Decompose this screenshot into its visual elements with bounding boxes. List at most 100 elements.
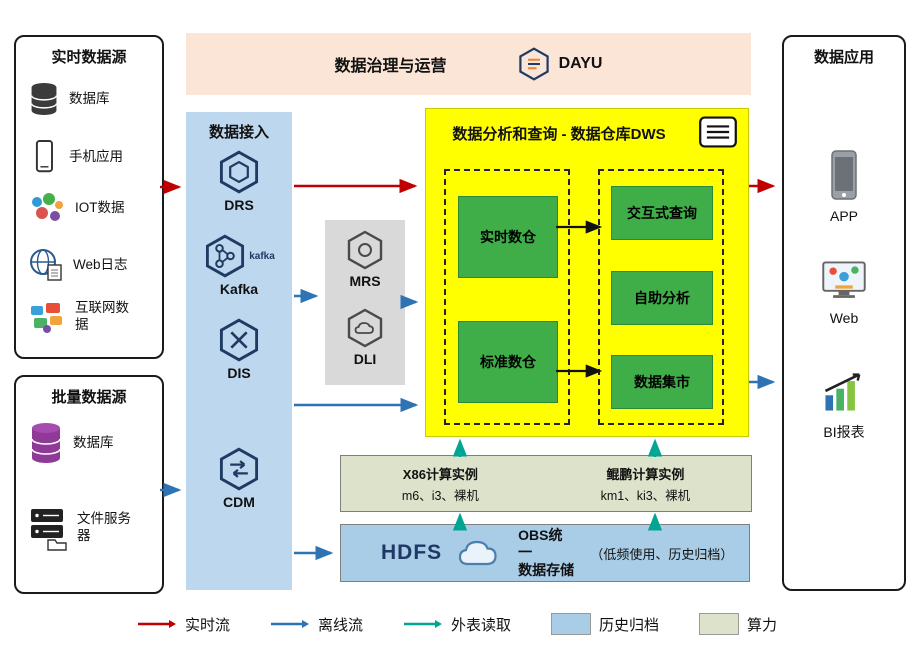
kunpeng-compute-title: 鲲鹏计算实例 bbox=[606, 466, 685, 482]
node-label: 交互式查询 bbox=[627, 205, 697, 221]
source-label: 数据库 bbox=[73, 434, 114, 450]
olive-swatch-icon bbox=[699, 613, 740, 635]
source-label: 文件服务器 bbox=[77, 511, 131, 543]
list-item-file-server: 文件服务器 bbox=[28, 505, 156, 551]
legend-label: 外表读取 bbox=[450, 616, 511, 634]
source-label: 互联网数据 bbox=[75, 300, 129, 332]
compute-instances-panel: X86计算实例 m6、i3、裸机 鲲鹏计算实例 km1、ki3、裸机 bbox=[340, 455, 752, 512]
x86-compute-detail: m6、i3、裸机 bbox=[401, 488, 479, 503]
service-mrs: MRS bbox=[325, 230, 405, 289]
kunpeng-compute-detail: km1、ki3、裸机 bbox=[600, 488, 691, 503]
app-item-app: APP bbox=[784, 149, 904, 224]
node-self-service-analysis: 自助分析 bbox=[611, 271, 713, 325]
service-kafka: kafka Kafka bbox=[186, 234, 292, 297]
x86-compute-block: X86计算实例 m6、i3、裸机 bbox=[402, 464, 479, 504]
dws-panel: 数据分析和查询 - 数据仓库DWS 实时数仓 标准数仓 交互式查询 自助分析 数… bbox=[425, 108, 749, 437]
node-label: 自助分析 bbox=[634, 290, 690, 306]
list-item-weblog: Web日志 bbox=[28, 247, 156, 283]
legend-label: 离线流 bbox=[317, 616, 363, 634]
service-label: DRS bbox=[224, 197, 254, 213]
teal-arrow-icon bbox=[403, 618, 443, 630]
mobile-phone-icon bbox=[28, 137, 60, 177]
service-label: Kafka bbox=[219, 281, 259, 297]
applications-title: 数据应用 bbox=[813, 49, 874, 66]
service-dli: DLI bbox=[325, 308, 405, 367]
warehouse-group: 实时数仓 标准数仓 bbox=[444, 169, 570, 425]
governance-banner: 数据治理与运营 DAYU bbox=[186, 33, 751, 95]
bi-chart-icon bbox=[820, 369, 868, 415]
dayu-label: DAYU bbox=[558, 55, 603, 72]
mrs-hexagon-icon bbox=[345, 230, 385, 270]
app-label: BI报表 bbox=[823, 424, 865, 440]
service-label: MRS bbox=[349, 273, 381, 289]
source-label: 数据库 bbox=[69, 90, 110, 106]
file-server-icon bbox=[28, 505, 68, 551]
data-ingestion-title: 数据接入 bbox=[208, 124, 269, 141]
kunpeng-compute-block: 鲲鹏计算实例 km1、ki3、裸机 bbox=[601, 464, 691, 504]
blue-swatch-icon bbox=[551, 613, 591, 635]
storage-panel: HDFS OBS统一 数据存储 （低频使用、历史归档） bbox=[340, 524, 750, 582]
batch-sources-title: 批量数据源 bbox=[51, 389, 127, 406]
node-realtime-warehouse: 实时数仓 bbox=[458, 196, 558, 278]
document-icon bbox=[698, 115, 738, 149]
legend-offline-flow: 离线流 bbox=[270, 614, 363, 635]
dli-hexagon-icon bbox=[345, 308, 385, 348]
list-item-internet: 互联网数据 bbox=[28, 300, 156, 334]
data-ingestion-panel: 数据接入 DRS kafka Kafka DIS bbox=[186, 112, 292, 590]
app-item-bi: BI报表 bbox=[784, 369, 904, 442]
dayu-hexagon-icon bbox=[517, 47, 551, 81]
red-arrow-icon bbox=[137, 618, 177, 630]
legend-external-read: 外表读取 bbox=[403, 614, 511, 635]
app-label: Web bbox=[829, 310, 859, 326]
node-standard-warehouse: 标准数仓 bbox=[458, 321, 558, 403]
node-label: 标准数仓 bbox=[480, 354, 536, 370]
blue-arrow-icon bbox=[270, 618, 310, 630]
list-item-mobile: 手机应用 bbox=[28, 137, 156, 177]
node-interactive-query: 交互式查询 bbox=[611, 186, 713, 240]
dis-hexagon-icon bbox=[217, 318, 261, 362]
internet-data-icon bbox=[28, 300, 66, 334]
obs-title: OBS统一 数据存储 bbox=[518, 527, 576, 580]
legend-compute-power: 算力 bbox=[699, 613, 777, 635]
analysis-group: 交互式查询 自助分析 数据集市 bbox=[598, 169, 724, 425]
legend-label: 算力 bbox=[747, 616, 778, 634]
globe-log-icon bbox=[28, 247, 64, 283]
legend-label: 实时流 bbox=[184, 616, 230, 634]
list-item-database: 数据库 bbox=[28, 79, 156, 119]
processing-panel: MRS DLI bbox=[325, 220, 405, 385]
obs-note: （低频使用、历史归档） bbox=[590, 546, 734, 562]
service-label: DIS bbox=[227, 365, 251, 381]
realtime-sources-box: 实时数据源 数据库 手机应用 IOT数据 Web日志 bbox=[14, 35, 164, 359]
x86-compute-title: X86计算实例 bbox=[402, 466, 478, 482]
legend-history-archive: 历史归档 bbox=[551, 613, 659, 635]
legend-realtime-flow: 实时流 bbox=[137, 614, 230, 635]
obs-title-line1: OBS统一 bbox=[518, 526, 563, 561]
service-label: DLI bbox=[353, 351, 377, 367]
node-label: 实时数仓 bbox=[480, 229, 536, 245]
kafka-hexagon-icon bbox=[203, 234, 247, 278]
web-monitor-icon bbox=[820, 259, 868, 303]
hdfs-label: HDFS bbox=[381, 541, 443, 564]
app-phone-icon bbox=[827, 149, 861, 201]
purple-database-icon bbox=[28, 419, 64, 467]
realtime-sources-title: 实时数据源 bbox=[51, 49, 127, 66]
applications-box: 数据应用 APP Web BI报表 bbox=[782, 35, 906, 591]
service-drs: DRS bbox=[186, 150, 292, 213]
legend-label: 历史归档 bbox=[599, 616, 660, 634]
iot-logo-icon bbox=[28, 192, 66, 224]
app-item-web: Web bbox=[784, 259, 904, 326]
service-dis: DIS bbox=[186, 318, 292, 381]
node-data-mart: 数据集市 bbox=[611, 355, 713, 409]
cdm-hexagon-icon bbox=[217, 447, 261, 491]
batch-sources-box: 批量数据源 数据库 文件服务器 bbox=[14, 375, 164, 594]
governance-title: 数据治理与运营 bbox=[334, 58, 447, 75]
source-label: 手机应用 bbox=[69, 148, 123, 164]
node-label: 数据集市 bbox=[634, 374, 690, 390]
dayu-brand: DAYU bbox=[517, 47, 603, 81]
service-cdm: CDM bbox=[186, 447, 292, 510]
obs-title-line2: 数据存储 bbox=[518, 561, 575, 578]
dws-title: 数据分析和查询 - 数据仓库DWS bbox=[452, 126, 666, 143]
legend: 实时流 离线流 外表读取 历史归档 算力 bbox=[0, 613, 914, 635]
kafka-wordmark: kafka bbox=[249, 250, 275, 262]
